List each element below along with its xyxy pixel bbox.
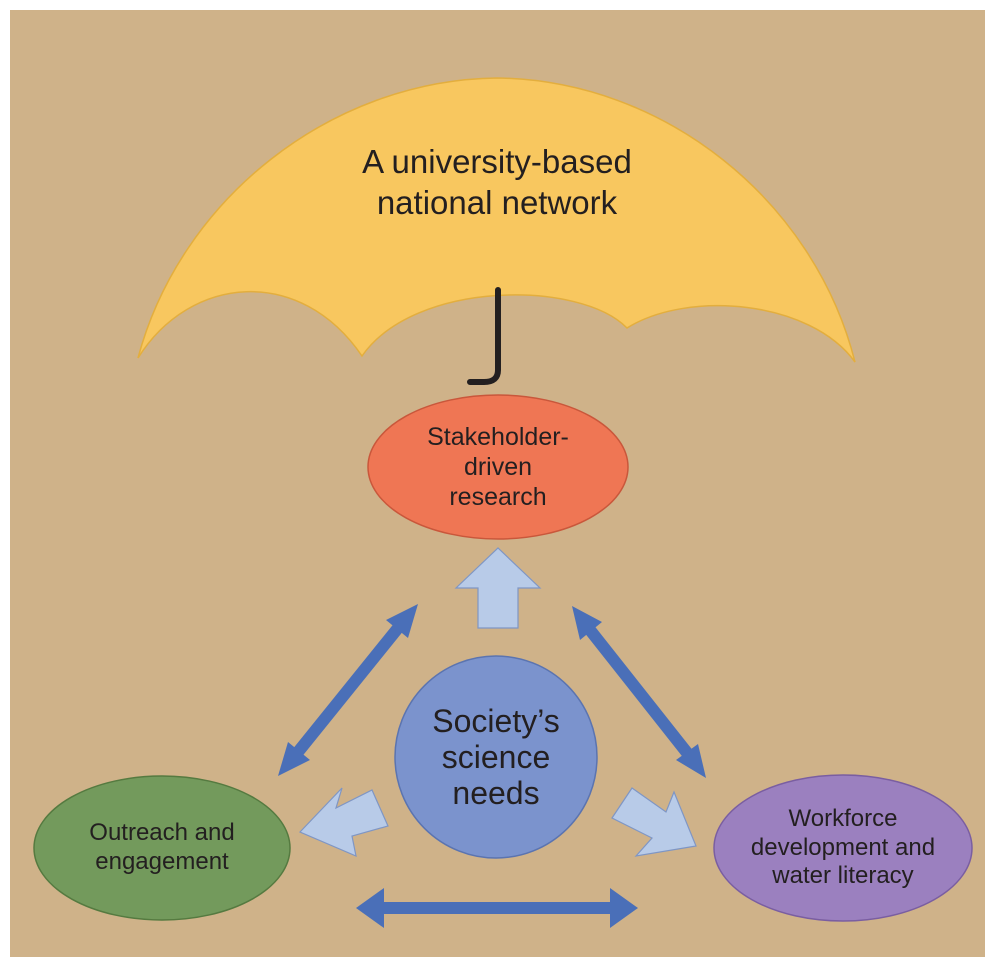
double-arrow-top-right (572, 606, 706, 778)
workforce-node (713, 774, 973, 922)
double-arrow-top-left (278, 604, 418, 776)
arrow-center-to-left (298, 787, 389, 858)
stakeholder-research-label: Stakeholder- driven research (427, 423, 569, 511)
double-arrow-bottom (356, 888, 638, 928)
arrow-center-to-right (611, 787, 697, 857)
umbrella-canopy (137, 77, 856, 363)
umbrella-title: A university-based national network (362, 142, 632, 221)
society-needs-node (394, 655, 598, 859)
umbrella-handle (467, 287, 501, 385)
stakeholder-research-node (367, 394, 629, 540)
outreach-node (33, 775, 291, 921)
arrow-center-to-top (454, 547, 542, 629)
outreach-label: Outreach and engagement (89, 819, 235, 875)
workforce-label: Workforce development and water literacy (750, 804, 936, 890)
society-needs-label: Society’s science needs (432, 703, 560, 811)
